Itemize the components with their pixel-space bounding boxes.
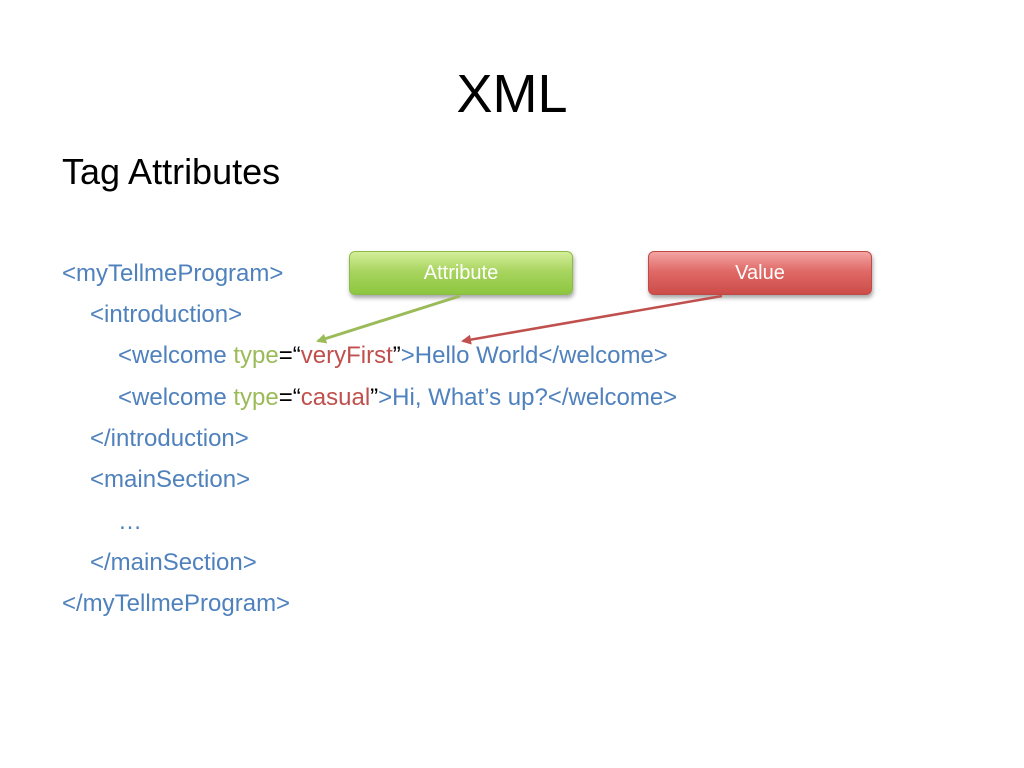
attribute-value: casual <box>300 384 371 411</box>
close-quote: ” <box>392 342 401 369</box>
value-arrow <box>461 294 723 345</box>
code-line-7: … <box>118 508 142 535</box>
tag-open: <welcome <box>118 384 234 411</box>
attribute-arrow <box>316 294 461 344</box>
close-quote: ” <box>370 384 379 411</box>
code-line-4: <welcome type=“casual”>Hi, What’s up?</w… <box>118 380 677 416</box>
code-line-6: <mainSection> <box>90 466 251 493</box>
tag-rest: >Hello World</welcome> <box>400 342 668 369</box>
slide-title: XML <box>456 64 568 124</box>
code-line-3: <welcome type=“veryFirst”>Hello World</w… <box>118 338 668 374</box>
attribute-value: veryFirst <box>300 342 393 369</box>
code-line-1: <myTellmeProgram> <box>62 260 284 287</box>
code-line-9: </myTellmeProgram> <box>62 590 291 617</box>
code-line-8: </mainSection> <box>90 549 257 576</box>
equals-quote: =“ <box>278 342 301 369</box>
tag-rest: >Hi, What’s up?</welcome> <box>378 384 678 411</box>
value-callout: Value <box>648 251 872 295</box>
equals-quote: =“ <box>278 384 301 411</box>
attribute-callout: Attribute <box>349 251 573 295</box>
attribute-name: type <box>233 342 279 369</box>
tag-open: <welcome <box>118 342 234 369</box>
code-line-2: <introduction> <box>90 301 243 328</box>
code-line-5: </introduction> <box>90 425 249 452</box>
attribute-name: type <box>233 384 279 411</box>
slide-subtitle: Tag Attributes <box>62 151 281 192</box>
